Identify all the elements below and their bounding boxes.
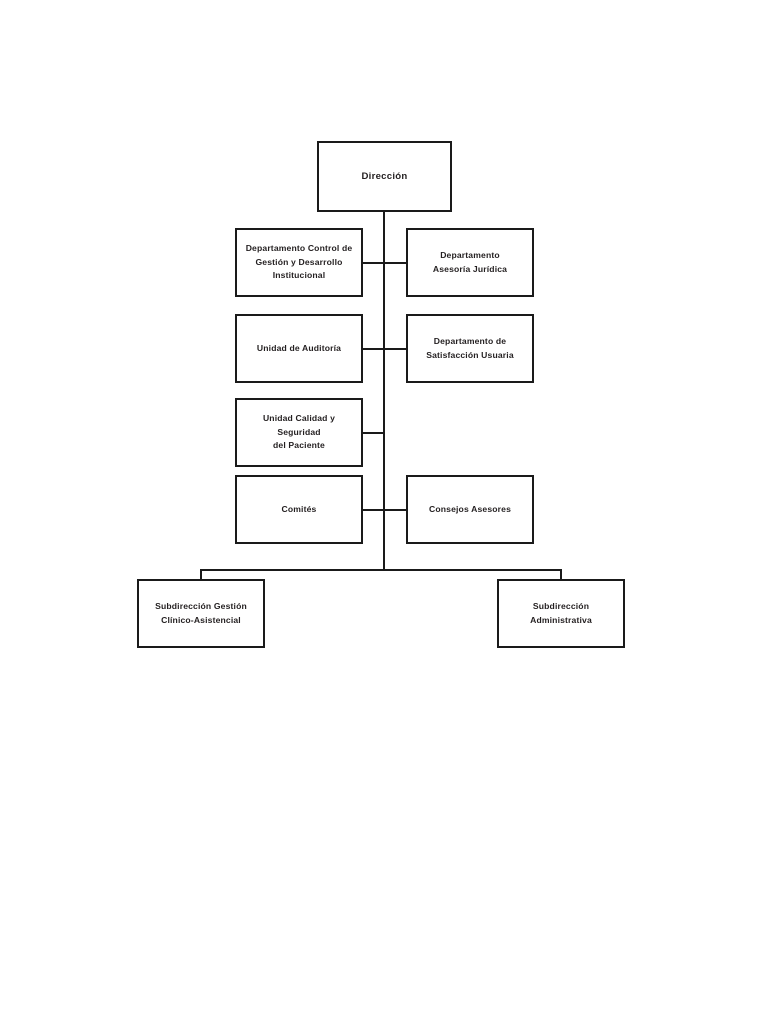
node-unidad-auditoria[interactable]: Unidad de Auditoría xyxy=(235,314,363,383)
node-comites[interactable]: Comités xyxy=(235,475,363,544)
connector-stub-satisfaccion-usuaria xyxy=(384,348,408,350)
node-departamento-control-gestion[interactable]: Departamento Control de Gestión y Desarr… xyxy=(235,228,363,297)
connector-stub-asesoria-juridica xyxy=(384,262,408,264)
connector-stub-control-gestion xyxy=(362,262,385,264)
connector-trunk-vertical xyxy=(383,212,386,571)
node-subdireccion-administrativa-label: Subdirección Administrativa xyxy=(530,600,592,625)
connector-stub-unidad-auditoria xyxy=(362,348,385,350)
node-departamento-satisfaccion-usuaria[interactable]: Departamento de Satisfacción Usuaria xyxy=(406,314,534,383)
node-consejos-asesores[interactable]: Consejos Asesores xyxy=(406,475,534,544)
node-departamento-satisfaccion-usuaria-label: Departamento de Satisfacción Usuaria xyxy=(426,335,514,360)
node-consejos-asesores-label: Consejos Asesores xyxy=(429,503,511,514)
connector-drop-subdireccion-administrativa xyxy=(560,569,562,580)
node-unidad-calidad-seguridad[interactable]: Unidad Calidad y Seguridad del Paciente xyxy=(235,398,363,467)
node-departamento-asesoria-juridica-label: Departamento Asesoría Jurídica xyxy=(432,249,508,274)
connector-stub-comites xyxy=(362,509,385,511)
node-subdireccion-administrativa[interactable]: Subdirección Administrativa xyxy=(497,579,625,648)
node-unidad-calidad-seguridad-label: Unidad Calidad y Seguridad del Paciente xyxy=(262,412,336,451)
connector-bottom-bus xyxy=(200,569,562,571)
node-unidad-auditoria-label: Unidad de Auditoría xyxy=(256,342,342,353)
node-departamento-asesoria-juridica[interactable]: Departamento Asesoría Jurídica xyxy=(406,228,534,297)
connector-drop-subdireccion-gestion xyxy=(200,569,202,580)
node-direccion[interactable]: Dirección xyxy=(317,141,452,212)
node-departamento-control-gestion-label: Departamento Control de Gestión y Desarr… xyxy=(245,242,353,281)
connector-stub-unidad-calidad xyxy=(362,432,385,434)
node-subdireccion-gestion-clinico-asistencial[interactable]: Subdirección Gestión Clínico-Asistencial xyxy=(137,579,265,648)
connector-stub-consejos-asesores xyxy=(384,509,408,511)
node-direccion-label: Dirección xyxy=(361,170,408,182)
node-comites-label: Comités xyxy=(281,503,317,514)
node-subdireccion-gestion-clinico-asistencial-label: Subdirección Gestión Clínico-Asistencial xyxy=(155,600,247,625)
